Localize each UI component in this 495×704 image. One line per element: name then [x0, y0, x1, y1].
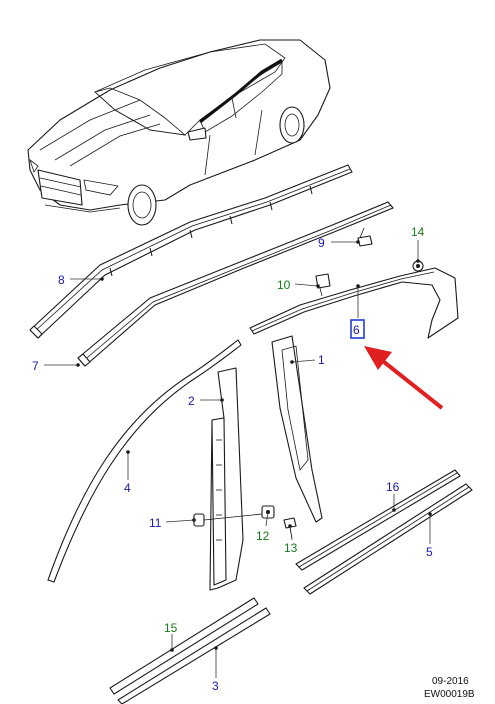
callout-13: 13: [284, 541, 298, 555]
part-7-roof-moulding: [77, 201, 394, 367]
callout-4: 4: [124, 481, 131, 495]
callout-9: 9: [318, 236, 325, 250]
callout-16: 16: [386, 480, 400, 494]
callout-8: 8: [58, 273, 65, 287]
footer-code: EW00019B: [424, 689, 475, 700]
callout-6-highlight-box: [350, 319, 365, 339]
part-11-fastener: [193, 513, 263, 527]
callout-10: 10: [277, 278, 291, 292]
callout-labels: 8 7 9 10 14 6 1 2 4 11 12 13 16 5 15 3: [32, 225, 433, 693]
part-8-roof-moulding: [29, 164, 353, 339]
callout-14: 14: [411, 225, 425, 239]
part-2-pillar-trim: [209, 367, 244, 591]
part-10-clip: [315, 273, 331, 297]
part-5-sill-moulding: [303, 483, 473, 595]
callout-11: 11: [149, 516, 162, 530]
callout-6: 6: [353, 323, 360, 337]
part-9-clip: [357, 227, 373, 247]
part-6-quarter-moulding: [249, 267, 459, 339]
callout-2: 2: [188, 394, 195, 408]
part-15-trim-strip: [109, 597, 259, 695]
footer-date: 09-2016: [432, 676, 469, 687]
part-16-sill-moulding: [295, 469, 461, 571]
callout-5: 5: [426, 545, 433, 559]
callout-7: 7: [32, 359, 39, 373]
leader-lines: [44, 240, 432, 678]
callout-15: 15: [164, 621, 178, 635]
callout-3: 3: [212, 679, 219, 693]
red-arrow-icon: [364, 346, 444, 410]
car-illustration: [27, 39, 331, 226]
part-1-pillar-trim: [271, 335, 323, 523]
part-4-door-frame-moulding: [47, 339, 242, 583]
part-3-trim-strip: [117, 607, 271, 704]
callout-12: 12: [256, 529, 270, 543]
callout-1: 1: [318, 353, 325, 367]
